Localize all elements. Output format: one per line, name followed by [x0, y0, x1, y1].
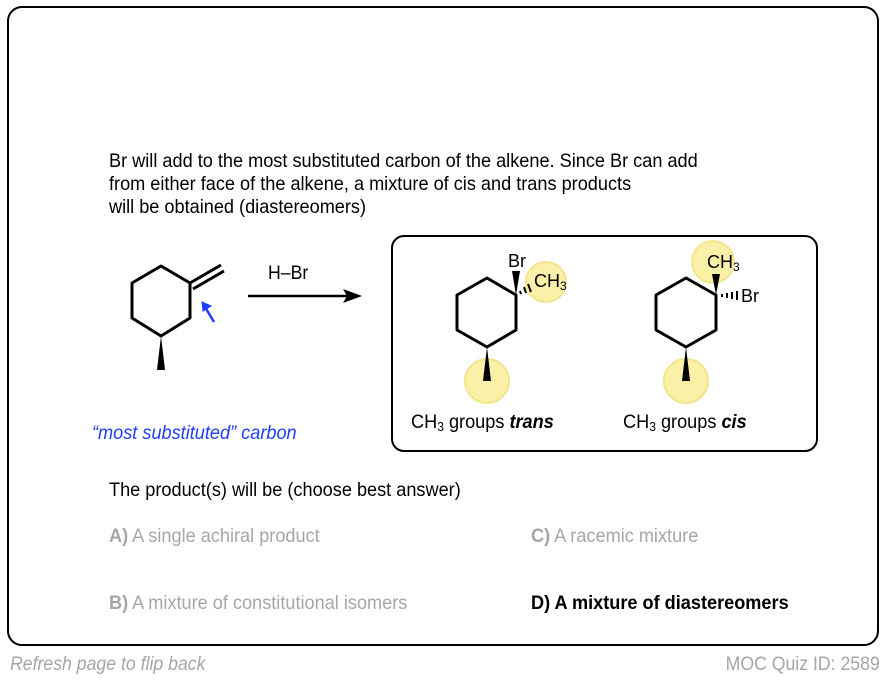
products-box: [391, 235, 818, 452]
trans-methyl-wedge: [483, 347, 491, 381]
option-text: A mixture of constitutional isomers: [128, 592, 408, 614]
cis-ch3-wedge: [712, 274, 720, 295]
trans-product-molecule: [455, 276, 518, 349]
caption-text: groups: [443, 411, 510, 433]
option-a[interactable]: A) A single achiral product: [109, 525, 320, 548]
reactant-methyl-wedge: [157, 336, 165, 370]
most-substituted-annotation: “most substituted” carbon: [92, 422, 297, 444]
cis-br-label: Br: [741, 286, 759, 306]
cis-product-molecule: [654, 276, 718, 349]
trans-br-wedge: [512, 271, 520, 295]
cis-ring: [654, 276, 718, 349]
quiz-card[interactable]: [7, 6, 879, 646]
caption-subscript: 3: [437, 419, 444, 434]
trans-ring: [455, 276, 518, 349]
option-c[interactable]: C) A racemic mixture: [531, 525, 698, 548]
reagent-label: H–Br: [268, 263, 309, 284]
option-d-correct[interactable]: D) A mixture of diastereomers: [531, 592, 789, 615]
caption-text: CH: [411, 411, 438, 433]
cis-ch3-label: CH3: [707, 252, 740, 274]
option-b[interactable]: B) A mixture of constitutional isomers: [109, 592, 407, 615]
caption-subscript: 3: [649, 419, 656, 434]
option-letter: D): [531, 592, 551, 614]
caption-text: groups: [655, 411, 722, 433]
quiz-id: MOC Quiz ID: 2589: [725, 654, 880, 675]
caption-emphasis: trans: [509, 411, 554, 433]
refresh-hint: Refresh page to flip back: [10, 654, 206, 675]
atom-text: CH: [707, 252, 733, 272]
cis-caption: CH3 groups cis: [623, 411, 747, 434]
option-letter: B): [109, 592, 129, 614]
explanation-line: from either face of the alkene, a mixtur…: [109, 173, 632, 195]
trans-ch3-label: CH3: [534, 271, 567, 293]
reactant-ring: [130, 264, 192, 338]
atom-text: CH: [534, 271, 560, 291]
option-letter: C): [531, 525, 551, 547]
trans-ch3-hash: [519, 283, 532, 295]
highlights: [464, 240, 735, 404]
blue-arrow-icon: [201, 301, 216, 323]
caption-text: CH: [623, 411, 650, 433]
option-text: A racemic mixture: [550, 525, 699, 547]
exocyclic-bond-1: [189, 263, 222, 285]
option-letter: A): [109, 525, 129, 547]
reaction-arrow-icon: [248, 289, 362, 303]
atom-subscript: 3: [733, 260, 740, 274]
explanation-line: will be obtained (diastereomers): [109, 196, 367, 218]
trans-br-label: Br: [508, 251, 526, 271]
cis-br-hash: [721, 291, 738, 300]
question-prompt: The product(s) will be (choose best answ…: [109, 479, 461, 501]
explanation-text: Br will add to the most substituted carb…: [109, 150, 797, 219]
trans-caption: CH3 groups trans: [411, 411, 554, 434]
highlight-cis-ch3-top: [691, 240, 735, 284]
highlight-trans-ch3-top: [525, 261, 567, 303]
cis-methyl-wedge: [682, 347, 690, 381]
option-text: A single achiral product: [128, 525, 320, 547]
caption-emphasis: cis: [721, 411, 747, 433]
option-text: A mixture of diastereomers: [550, 592, 789, 614]
explanation-line: Br will add to the most substituted carb…: [109, 150, 698, 172]
exocyclic-bond-2: [192, 269, 225, 291]
atom-subscript: 3: [560, 279, 567, 293]
reactant-molecule: [130, 263, 225, 338]
